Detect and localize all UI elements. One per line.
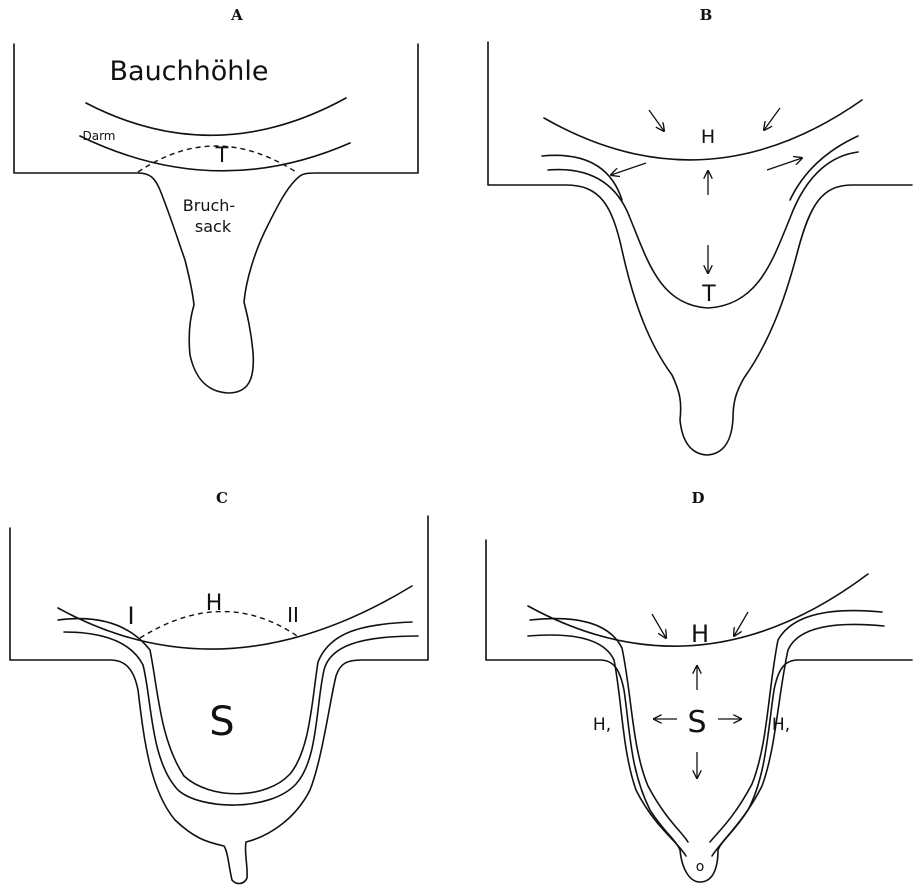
panel-b-letter: B bbox=[700, 6, 713, 24]
panel-c-marker-ii: II bbox=[287, 603, 299, 627]
panel-d-arrow-in-right bbox=[734, 612, 748, 636]
panel-a-marker-t: T bbox=[215, 143, 229, 167]
panel-a-sac-label-1: Bruch- bbox=[183, 196, 235, 215]
panel-d-letter: D bbox=[691, 489, 704, 507]
panel-d-sac-inner-right bbox=[712, 624, 884, 856]
panel-c-marker-s: S bbox=[209, 699, 234, 745]
panel-b-marker-h: H bbox=[701, 126, 715, 148]
panel-a-cavity-label: Bauchhöhle bbox=[110, 56, 269, 87]
panel-b-marker-t: T bbox=[701, 282, 716, 307]
panel-d-arrow-in-left bbox=[652, 614, 666, 638]
panel-b: B H T bbox=[488, 6, 912, 455]
panel-a-letter: A bbox=[230, 6, 243, 24]
panel-b-sac-outer bbox=[488, 42, 912, 455]
panel-d-marker-h: H bbox=[691, 620, 709, 648]
panel-d: D H S H, H, o bbox=[486, 489, 912, 882]
panel-c: C I H II S bbox=[10, 489, 428, 884]
panel-a-sac-label-2: sack bbox=[195, 217, 232, 236]
panel-b-arrow-in-left bbox=[649, 110, 664, 131]
panel-d-marker-s: S bbox=[687, 705, 706, 740]
panel-a-intestine-upper bbox=[86, 98, 346, 135]
panel-c-marker-i: I bbox=[127, 602, 134, 630]
panel-d-marker-o: o bbox=[696, 859, 705, 875]
panel-b-sac-inner-lip bbox=[542, 155, 622, 200]
panel-b-sac-inner-lip-r bbox=[790, 136, 858, 200]
panel-c-sac-inner-2 bbox=[58, 619, 412, 794]
panel-c-sac-inner bbox=[64, 632, 418, 805]
panel-c-letter: C bbox=[216, 489, 228, 507]
panel-a: A Bauchhöhle Darm T Bruch- sack bbox=[14, 6, 418, 393]
panel-c-marker-h: H bbox=[206, 591, 223, 616]
panel-d-sac-inner-right-2 bbox=[710, 611, 882, 842]
panel-b-arrow-out-left bbox=[611, 163, 646, 175]
panel-a-intestine-label: Darm bbox=[82, 129, 115, 143]
panel-b-arrow-out-right bbox=[767, 158, 802, 170]
panel-d-marker-h1-left: H, bbox=[593, 715, 611, 735]
panel-b-arrow-in-right bbox=[764, 108, 780, 130]
panel-d-marker-h1-right: H, bbox=[772, 715, 790, 735]
panel-d-sac-inner-left bbox=[528, 635, 686, 856]
